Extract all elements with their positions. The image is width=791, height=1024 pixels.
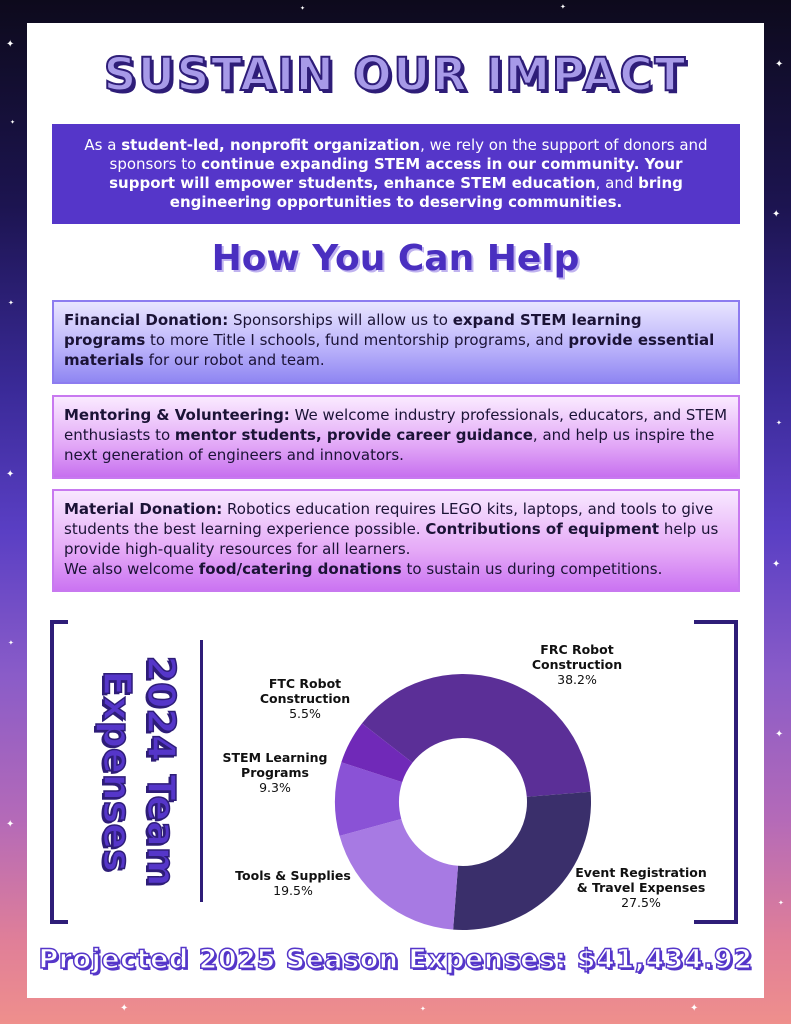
star-decoration: ✦ (120, 1003, 129, 1014)
star-decoration: ✦ (6, 819, 15, 830)
financial-donation-card: Financial Donation: Sponsorships will al… (52, 300, 740, 384)
card-text: to sustain us during competitions. (401, 560, 663, 578)
category-label-tools-supplies: Tools & Supplies (235, 868, 351, 883)
star-decoration: ✦ (690, 1003, 699, 1014)
card-heading: Mentoring & Volunteering: (64, 406, 290, 424)
intro-bold-text: student-led, nonprofit organization (121, 136, 421, 154)
help-heading: How You Can Help (211, 238, 580, 279)
page-title: SUSTAIN OUR IMPACT (103, 47, 688, 102)
star-decoration: ✦ (560, 3, 566, 11)
card-text: Sponsorships will allow us to (228, 311, 453, 329)
card-text: to more Title I schools, fund mentorship… (145, 331, 569, 349)
category-label-frc-robot-construction: Construction (532, 657, 622, 672)
star-decoration: ✦ (8, 639, 14, 647)
slice-tools-supplies (339, 818, 459, 930)
category-label-frc-robot-construction: FRC Robot (540, 642, 613, 657)
card-bold-text: food/catering donations (198, 560, 402, 578)
card-text: , and help us inspire the next generatio… (64, 426, 715, 464)
chart-divider (200, 640, 203, 902)
category-label-ftc-robot-construction: Construction (260, 691, 350, 706)
intro-bold-text: continue expanding STEM access in our co… (109, 155, 683, 192)
projected-expenses-footer: Projected 2025 Season Expenses: $41,434.… (38, 943, 753, 976)
category-label-ftc-robot-construction: FTC Robot (269, 676, 341, 691)
star-decoration: ✦ (775, 59, 784, 70)
intro-text: , we rely on the support of donors and s… (109, 136, 708, 173)
material-donation-card: Material Donation: Robotics education re… (52, 489, 740, 592)
card-heading: Financial Donation: (64, 311, 229, 329)
value-label-frc-robot-construction: 38.2% (557, 672, 597, 687)
star-decoration: ✦ (775, 729, 784, 740)
card-bold-text: expand STEM learning programs (64, 311, 642, 349)
category-label-event-registration-travel-expenses: & Travel Expenses (577, 880, 706, 895)
category-label-stem-learning-programs: STEM Learning (223, 750, 328, 765)
category-label-stem-learning-programs: Programs (241, 765, 309, 780)
card-heading: Material Donation: (64, 500, 223, 518)
star-decoration: ✦ (6, 469, 15, 480)
card-text: We also welcome (64, 560, 199, 578)
star-decoration: ✦ (300, 5, 306, 12)
card-text: Robotics education requires LEGO kits, l… (64, 500, 714, 538)
star-decoration: ✦ (772, 209, 781, 220)
slice-stem-learning-programs (335, 762, 403, 836)
card-text: We welcome industry professionals, educa… (64, 406, 728, 444)
value-label-tools-supplies: 19.5% (273, 883, 313, 898)
card-bold-text: provide essential materials (64, 331, 715, 369)
star-decoration: ✦ (420, 1005, 426, 1013)
left-bracket (50, 620, 68, 924)
star-decoration: ✦ (776, 419, 782, 427)
intro-box: As a student-led, nonprofit organization… (52, 124, 740, 224)
card-text: for our robot and team. (143, 351, 325, 369)
slice-frc-robot-construction (362, 674, 591, 797)
slice-ftc-robot-construction (341, 723, 413, 783)
star-decoration: ✦ (10, 119, 16, 126)
value-label-event-registration-travel-expenses: 27.5% (621, 895, 661, 910)
star-decoration: ✦ (6, 39, 15, 50)
value-label-stem-learning-programs: 9.3% (259, 780, 291, 795)
intro-text: , and (595, 174, 639, 192)
mentoring-volunteering-card: Mentoring & Volunteering: We welcome ind… (52, 395, 740, 479)
card-text: help us provide high-quality resources f… (64, 520, 719, 558)
intro-text: As a (84, 136, 122, 154)
right-bracket (694, 620, 738, 924)
star-decoration: ✦ (8, 299, 14, 307)
card-bold-text: Contributions of equipment (425, 520, 660, 538)
star-decoration: ✦ (772, 559, 781, 570)
star-decoration: ✦ (778, 899, 784, 907)
value-label-ftc-robot-construction: 5.5% (289, 706, 321, 721)
intro-bold-text: bring engineering opportunities to deser… (169, 174, 683, 211)
category-label-event-registration-travel-expenses: Event Registration (575, 865, 707, 880)
slice-event-registration-travel-expenses (453, 791, 591, 930)
chart-title: 2024 Team Expenses (94, 655, 184, 887)
card-bold-text: mentor students, provide career guidance (174, 426, 533, 444)
